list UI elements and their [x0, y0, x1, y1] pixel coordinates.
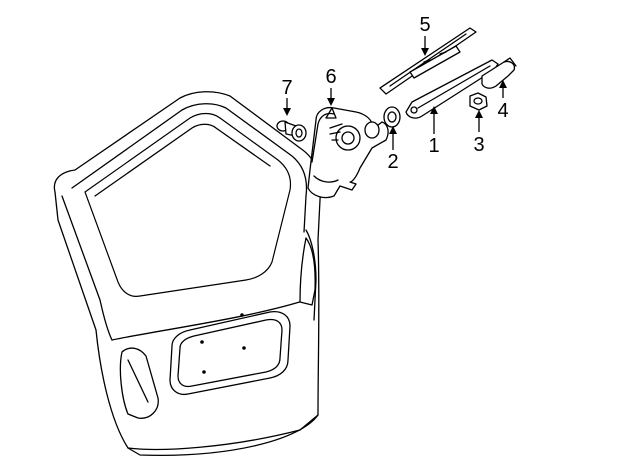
- hole: [200, 340, 204, 344]
- callout-7: 7: [281, 77, 292, 99]
- hole: [242, 346, 246, 350]
- callout-6: 6: [325, 66, 336, 88]
- wiper-blade-part-5: [379, 27, 477, 95]
- rear-window: [84, 112, 292, 297]
- grommet-part-7: [276, 120, 307, 142]
- callout-1: 1: [428, 135, 439, 157]
- liftgate: [53, 91, 322, 456]
- callout-arrows: [283, 36, 507, 150]
- seal-part-2: [383, 106, 401, 128]
- callout-4: 4: [497, 100, 508, 122]
- callout-5: 5: [419, 14, 430, 36]
- hole: [240, 313, 244, 317]
- callout-3: 3: [473, 134, 484, 156]
- nut-part-3: [469, 92, 488, 111]
- cap-part-4: [481, 57, 517, 89]
- hole: [202, 370, 206, 374]
- wiper-motor-part-6: [307, 106, 389, 199]
- callout-2: 2: [387, 151, 398, 173]
